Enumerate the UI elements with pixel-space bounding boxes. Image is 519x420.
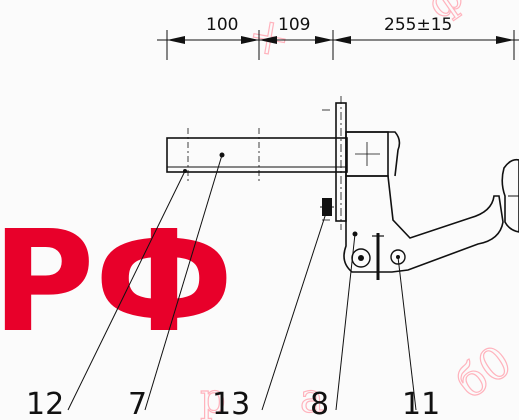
dimension-109: 109 (278, 15, 310, 35)
tow-ball (501, 158, 519, 233)
bracket-bolt (320, 198, 334, 216)
dimension-255: 255±15 (384, 15, 452, 35)
crossbar-tube (166, 128, 348, 182)
svg-text:а: а (300, 376, 324, 420)
background-watermark: × ф б0 р а (199, 0, 519, 420)
callout-8: 8 (310, 387, 329, 420)
callout-11: 11 (402, 387, 440, 420)
svg-text:р: р (200, 376, 226, 420)
callout-12: 12 (26, 387, 64, 420)
receiver-box (345, 131, 401, 177)
drop-arm (343, 175, 504, 273)
callout-13: 13 (212, 387, 250, 420)
watermark-logo: РФ (0, 201, 233, 364)
callout-7: 7 (128, 387, 147, 420)
leader-lines (67, 154, 417, 411)
lock-pin (372, 233, 384, 280)
dimension-lines (157, 30, 519, 60)
svg-text:б0: б0 (447, 336, 519, 409)
dimension-100: 100 (206, 15, 238, 35)
